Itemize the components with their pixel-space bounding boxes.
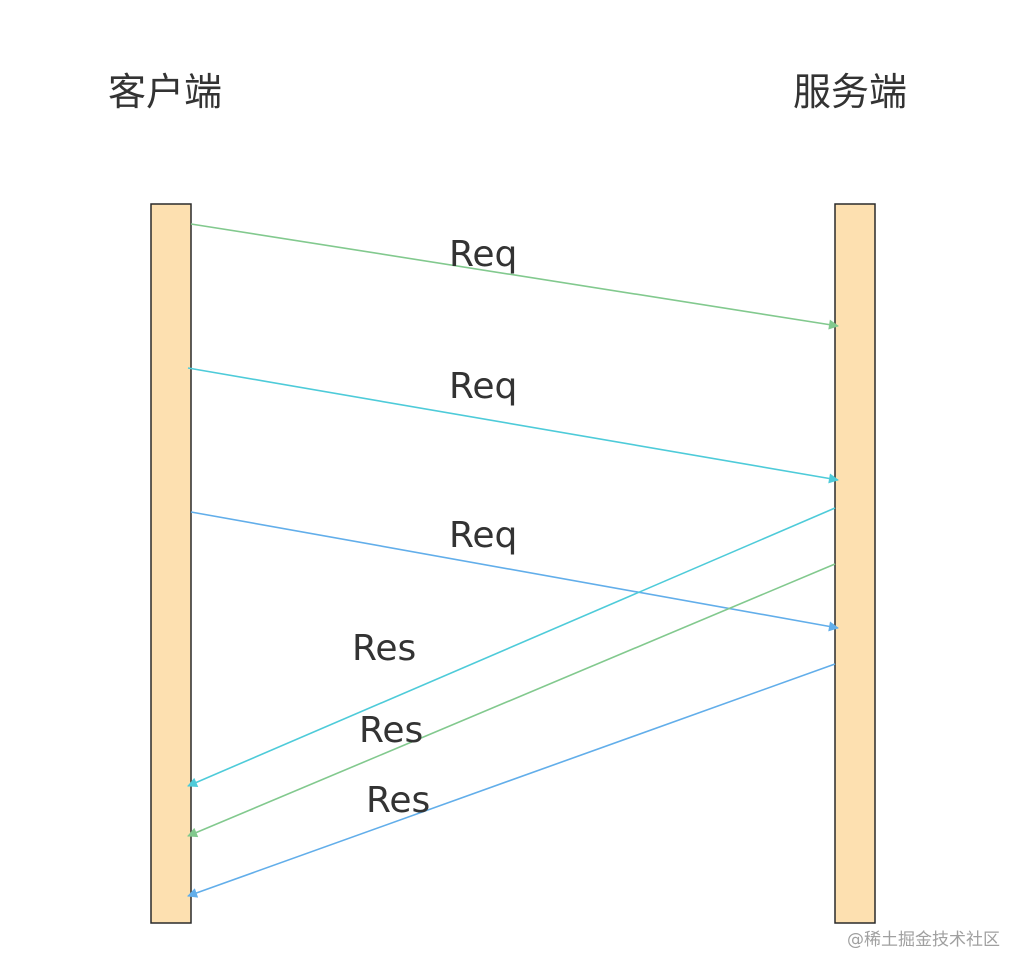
- response-label-5: Res: [359, 710, 423, 751]
- response-label-4: Res: [352, 628, 416, 669]
- request-label-1: Req: [449, 234, 517, 275]
- response-arrow-6: [187, 663, 836, 898]
- server-lane-title: 服务端: [793, 70, 908, 114]
- response-arrow-4: [187, 507, 836, 788]
- response-label-6: Res: [366, 780, 430, 821]
- response-arrow-5: [187, 563, 836, 838]
- request-label-2: Req: [449, 366, 517, 407]
- client-lifeline-bar: [150, 203, 192, 924]
- server-lifeline-bar: [834, 203, 876, 924]
- client-lane-title: 客户端: [108, 70, 223, 114]
- watermark: @稀土掘金技术社区: [847, 930, 1000, 950]
- request-label-3: Req: [449, 515, 517, 556]
- request-arrow-1: [190, 223, 839, 330]
- request-arrow-2: [187, 367, 839, 484]
